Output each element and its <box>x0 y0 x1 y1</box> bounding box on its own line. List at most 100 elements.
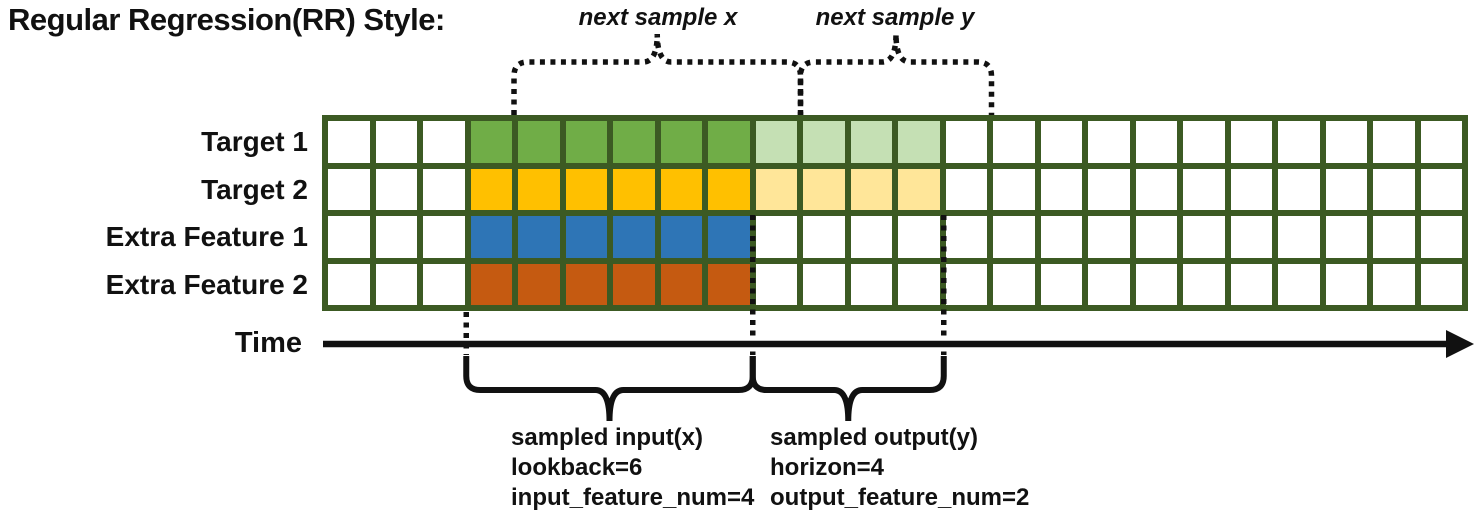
grid-cell <box>613 216 655 258</box>
grid-cell <box>565 121 607 163</box>
grid-cell <box>708 121 750 163</box>
grid-cell <box>708 168 750 210</box>
time-axis-label: Time <box>234 327 302 359</box>
grid-cell <box>898 168 940 210</box>
sampled-input-brace <box>463 356 756 422</box>
grid-cell <box>898 121 940 163</box>
grid-cell <box>993 121 1035 163</box>
output-feature-num-line: output_feature_num=2 <box>770 484 1030 511</box>
grid-cell <box>1420 263 1462 305</box>
input-feature-num-line: input_feature_num=4 <box>511 484 755 511</box>
grid-cell <box>470 263 512 305</box>
next-sample-y-label: next sample y <box>815 4 975 31</box>
grid-cell <box>613 168 655 210</box>
grid-cell <box>423 216 465 258</box>
grid-cell <box>1040 168 1082 210</box>
grid-cell <box>945 216 987 258</box>
grid-cell <box>1373 263 1415 305</box>
row-label-target-2: Target 2 <box>201 173 308 205</box>
grid-cell <box>898 263 940 305</box>
grid-cell <box>1088 263 1130 305</box>
grid-cell <box>993 216 1035 258</box>
sampled-input-line: sampled input(x) <box>511 424 704 451</box>
grid-cell <box>708 263 750 305</box>
grid-cell <box>1135 216 1177 258</box>
time-series-grid <box>322 115 1468 311</box>
grid-cell <box>1183 263 1225 305</box>
grid-cell <box>660 121 702 163</box>
grid-cell <box>1373 168 1415 210</box>
grid-cell <box>1420 168 1462 210</box>
grid-cell <box>660 168 702 210</box>
grid-cell <box>518 168 560 210</box>
grid-cell <box>1373 121 1415 163</box>
grid-cell <box>565 263 607 305</box>
grid-cell <box>565 216 607 258</box>
grid-cell <box>518 263 560 305</box>
grid-cell <box>755 168 797 210</box>
grid-cell <box>375 216 417 258</box>
horizon-line: horizon=4 <box>770 454 885 481</box>
grid-cell <box>1088 168 1130 210</box>
grid-cell <box>850 263 892 305</box>
sampled-output-line: sampled output(y) <box>770 424 978 451</box>
grid-cell <box>1230 121 1272 163</box>
grid-cell <box>423 168 465 210</box>
grid-cell <box>518 216 560 258</box>
grid-cell <box>470 168 512 210</box>
grid-cell <box>803 216 845 258</box>
grid-cell <box>328 168 370 210</box>
grid-cell <box>1325 168 1367 210</box>
grid-cell <box>613 263 655 305</box>
grid-cell <box>1278 121 1320 163</box>
grid-cell <box>375 263 417 305</box>
grid-cell <box>1325 216 1367 258</box>
grid-cell <box>1040 121 1082 163</box>
sampled-output-brace <box>749 356 947 422</box>
grid-cell <box>375 168 417 210</box>
row-label-extra-feature-2: Extra Feature 2 <box>105 268 308 300</box>
grid-cell <box>1278 216 1320 258</box>
sampled-output-annotation: sampled output(y) horizon=4 output_featu… <box>770 423 1029 513</box>
grid-cell <box>1373 216 1415 258</box>
next-sample-x-brace <box>511 33 804 115</box>
grid-cell <box>423 263 465 305</box>
grid-cell <box>328 121 370 163</box>
grid-cell <box>375 121 417 163</box>
grid-cell <box>945 121 987 163</box>
grid-cell <box>1325 121 1367 163</box>
grid-cell <box>945 168 987 210</box>
grid-cell <box>1325 263 1367 305</box>
grid-cell <box>755 216 797 258</box>
grid-cell <box>898 216 940 258</box>
grid-cell <box>328 263 370 305</box>
grid-cell <box>1088 121 1130 163</box>
row-label-extra-feature-1: Extra Feature 1 <box>105 221 308 252</box>
grid-cell <box>1420 121 1462 163</box>
grid-cell <box>945 263 987 305</box>
next-sample-y-brace <box>797 33 995 115</box>
grid-cell <box>755 263 797 305</box>
grid-cell <box>565 168 607 210</box>
grid-cell <box>1183 216 1225 258</box>
grid-cell <box>993 168 1035 210</box>
grid-cell <box>1135 263 1177 305</box>
grid-cell <box>1230 168 1272 210</box>
grid-cell <box>803 168 845 210</box>
grid-cell <box>1040 263 1082 305</box>
diagram-title: Regular Regression(RR) Style: <box>8 2 445 37</box>
grid-cell <box>470 121 512 163</box>
grid-cell <box>1230 263 1272 305</box>
grid-cell <box>1183 168 1225 210</box>
grid-cell <box>328 216 370 258</box>
grid-cell <box>1230 216 1272 258</box>
sampled-input-annotation: sampled input(x) lookback=6 input_featur… <box>511 423 754 513</box>
grid-cell <box>660 263 702 305</box>
grid-cell <box>850 168 892 210</box>
grid-cell <box>660 216 702 258</box>
grid-cell <box>1278 263 1320 305</box>
grid-cell <box>1135 121 1177 163</box>
grid-cell <box>803 263 845 305</box>
grid-cell <box>708 216 750 258</box>
